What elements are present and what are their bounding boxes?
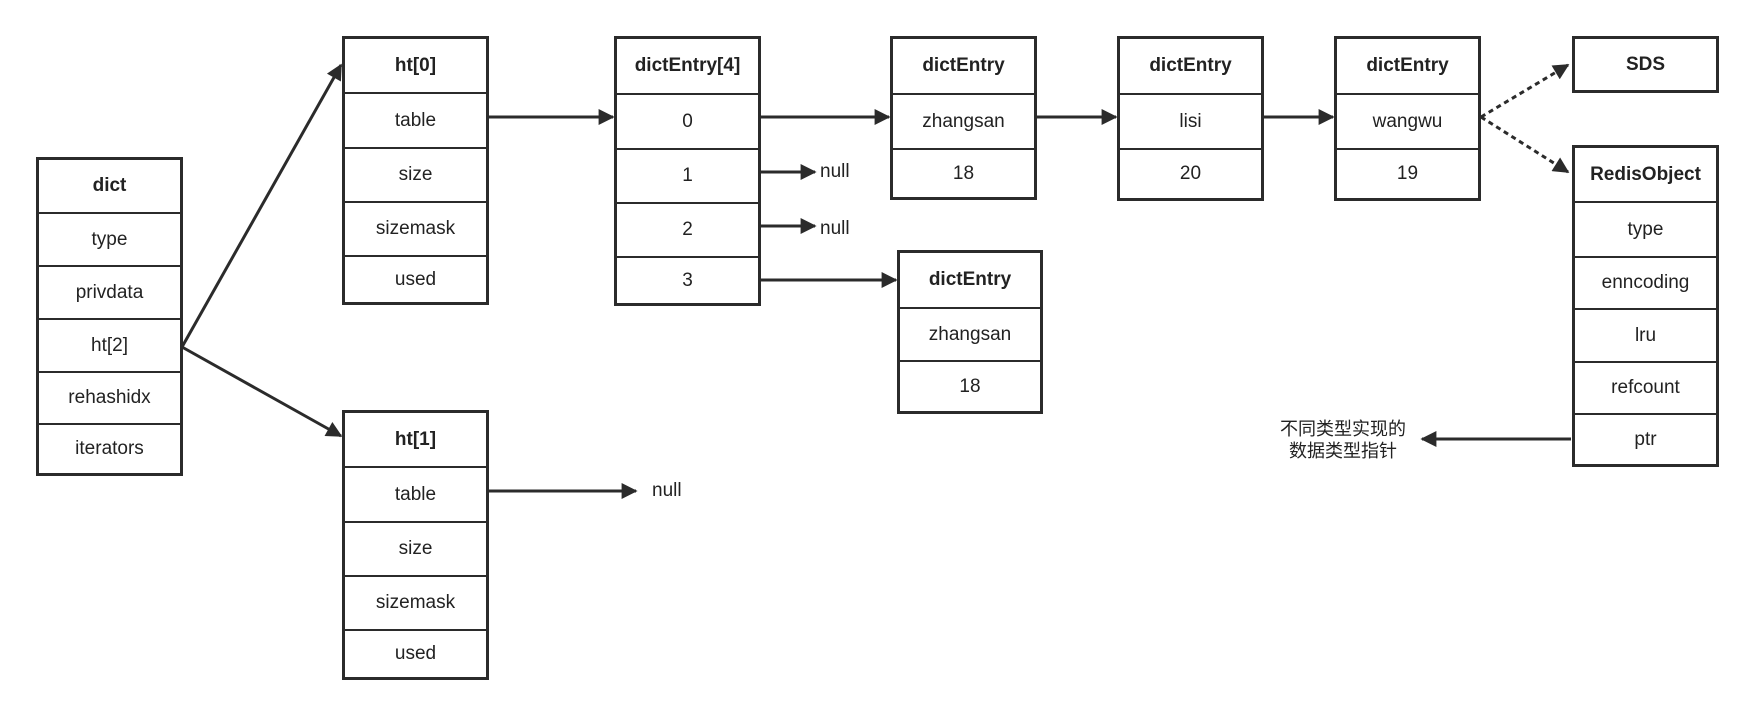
ptr-target-note: 不同类型实现的 数据类型指针 [1268, 418, 1418, 462]
bucket-0: 0 [617, 93, 758, 148]
sds-header: SDS [1625, 53, 1666, 75]
dict-header: dict [92, 175, 127, 196]
ht1-field-table: table [345, 466, 486, 521]
ptr-note-line2: 数据类型指针 [1289, 441, 1397, 461]
dict-entry-key: lisi [1120, 93, 1261, 148]
dict-entry-value: 20 [1120, 148, 1261, 198]
ht1-field-size: size [345, 521, 486, 575]
dict-entry-key: wangwu [1337, 93, 1478, 148]
redis-object-struct: RedisObject type enncoding lru refcount … [1572, 145, 1719, 467]
ht0-field-sizemask: sizemask [345, 201, 486, 255]
null-label-ht1: null [652, 480, 682, 501]
ht1-field-sizemask: sizemask [345, 575, 486, 629]
dict-entry-zhangsan: dictEntry zhangsan 18 [890, 36, 1037, 200]
bucket-array: dictEntry[4] 0 1 2 3 [614, 36, 761, 306]
ht1-struct: ht[1] table size sizemask used [342, 410, 489, 680]
sds-struct: SDS [1572, 36, 1719, 93]
dict-field-ht: ht[2] [39, 318, 180, 371]
arrow-dict-to-ht1 [181, 345, 343, 438]
bucket-3: 3 [617, 256, 758, 303]
dict-entry-value: 19 [1337, 148, 1478, 198]
ht0-struct: ht[0] table size sizemask used [342, 36, 489, 305]
arrow-dict-to-ht0 [180, 63, 343, 348]
bucket-array-header: dictEntry[4] [634, 55, 741, 76]
bucket-2: 2 [617, 202, 758, 256]
dict-entry-header: dictEntry [1366, 55, 1449, 76]
dict-entry-bucket3: dictEntry zhangsan 18 [897, 250, 1043, 414]
dict-field-iterators: iterators [39, 423, 180, 473]
redis-object-field-ptr: ptr [1575, 413, 1716, 464]
dict-entry-wangwu: dictEntry wangwu 19 [1334, 36, 1481, 201]
dict-field-rehashidx: rehashidx [39, 371, 180, 423]
ptr-note-line1: 不同类型实现的 [1280, 419, 1406, 439]
redis-object-field-type: type [1575, 201, 1716, 256]
redis-object-field-refcount: refcount [1575, 361, 1716, 413]
redis-object-field-encoding: enncoding [1575, 256, 1716, 308]
dict-entry-header: dictEntry [922, 55, 1005, 76]
dict-entry-header: dictEntry [928, 269, 1012, 290]
ht0-header: ht[0] [394, 54, 437, 76]
dict-entry-value: 18 [893, 148, 1034, 197]
redis-object-header: RedisObject [1590, 163, 1701, 185]
null-label-bucket1: null [820, 161, 850, 182]
dict-entry-header: dictEntry [1149, 55, 1232, 76]
redis-object-field-lru: lru [1575, 308, 1716, 361]
dashed-arrow-wangwu-to-sds [1480, 63, 1570, 119]
ht0-field-size: size [345, 147, 486, 201]
dict-entry-key: zhangsan [893, 93, 1034, 148]
dashed-arrow-wangwu-to-redisobject [1480, 115, 1570, 174]
bucket-1: 1 [617, 148, 758, 202]
dict-field-privdata: privdata [39, 265, 180, 318]
ht1-header: ht[1] [394, 428, 437, 450]
ht0-field-used: used [345, 255, 486, 302]
ht1-field-used: used [345, 629, 486, 677]
dict-struct: dict type privdata ht[2] rehashidx itera… [36, 157, 183, 476]
dict-field-type: type [39, 212, 180, 265]
ht0-field-table: table [345, 92, 486, 147]
dict-entry-value: 18 [900, 360, 1040, 411]
dict-entry-lisi: dictEntry lisi 20 [1117, 36, 1264, 201]
null-label-bucket2: null [820, 218, 850, 239]
dict-entry-key: zhangsan [900, 307, 1040, 360]
